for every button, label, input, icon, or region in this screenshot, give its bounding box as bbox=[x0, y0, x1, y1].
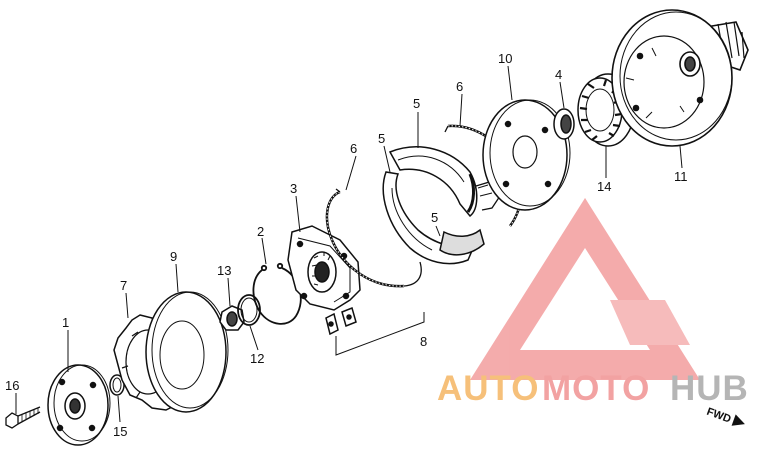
watermark-text: AUTO MOTO HUB bbox=[437, 369, 749, 408]
part-circlip-12 bbox=[237, 294, 261, 326]
part-nut-13 bbox=[219, 305, 245, 331]
part-brake-shoes-5 bbox=[382, 146, 501, 265]
watermark-logo bbox=[470, 198, 700, 380]
callout-16: 16 bbox=[5, 378, 19, 393]
part-hub-1 bbox=[47, 364, 111, 446]
callout-12: 12 bbox=[250, 351, 264, 366]
callout-1: 1 bbox=[62, 315, 69, 330]
part-bolt-16 bbox=[5, 406, 41, 429]
part-washer-10 bbox=[482, 99, 571, 211]
watermark-hub: HUB bbox=[670, 369, 749, 408]
fwd-label: FWD bbox=[705, 406, 733, 426]
leader-lines bbox=[15, 65, 683, 423]
callout-4: 4 bbox=[555, 67, 562, 82]
watermark-moto: MOTO bbox=[542, 369, 650, 408]
part-ring-4 bbox=[553, 108, 575, 140]
watermark-auto: AUTO bbox=[437, 369, 540, 408]
callout-6-upper: 6 bbox=[456, 79, 463, 94]
callout-2: 2 bbox=[257, 224, 264, 239]
callout-10: 10 bbox=[498, 51, 512, 66]
callout-15: 15 bbox=[113, 424, 127, 439]
callout-3: 3 bbox=[290, 181, 297, 196]
callout-labels: 1 2 3 4 5 5 5 6 6 7 8 9 10 11 12 13 14 1… bbox=[5, 51, 688, 439]
part-backing-plate-3 bbox=[287, 225, 361, 311]
bracket-line-8 bbox=[335, 312, 425, 356]
callout-9: 9 bbox=[170, 249, 177, 264]
part-spring-6-lower bbox=[325, 188, 422, 288]
part-friction-disc-9 bbox=[145, 291, 229, 413]
callout-11: 11 bbox=[674, 169, 688, 184]
part-drum-11 bbox=[611, 9, 749, 147]
callout-14: 14 bbox=[597, 179, 611, 194]
callout-13: 13 bbox=[217, 263, 231, 278]
callout-6-lower: 6 bbox=[350, 141, 357, 156]
callout-5-mid: 5 bbox=[378, 131, 385, 146]
callout-7: 7 bbox=[120, 278, 127, 293]
fwd-arrow-icon bbox=[731, 414, 745, 426]
callout-8: 8 bbox=[420, 334, 427, 349]
fwd-indicator: FWD bbox=[705, 406, 745, 426]
part-adjuster-8 bbox=[325, 306, 357, 336]
callout-5-upper: 5 bbox=[413, 96, 420, 111]
callout-5-lower: 5 bbox=[431, 210, 438, 225]
